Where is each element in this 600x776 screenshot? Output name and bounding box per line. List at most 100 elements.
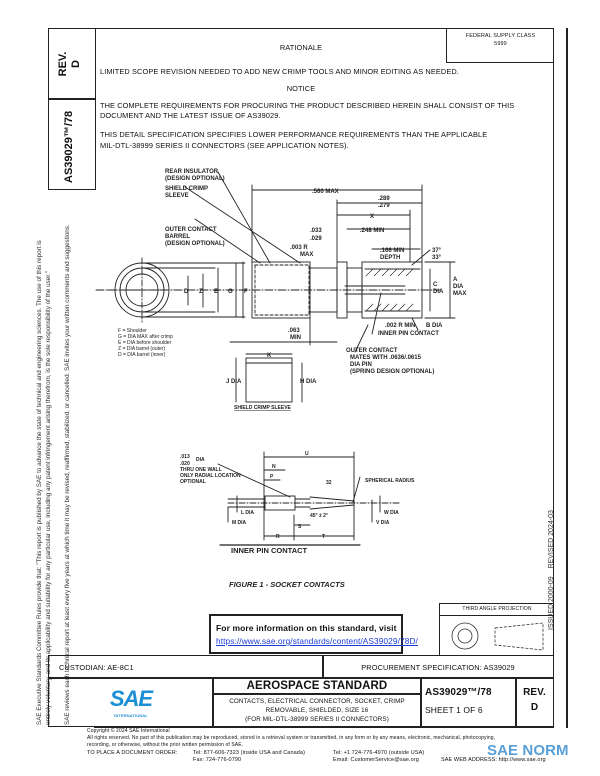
surface-finish: 32 [326,480,332,486]
dim-z: Z [199,289,203,295]
dim-angle: 37° [432,248,442,254]
dim-t: T [322,534,325,540]
rationale-title: RATIONALE [279,43,323,52]
dim-a-max: MAX [453,291,466,297]
right-border [566,28,568,728]
dim-b-dia: B DIA [426,323,443,329]
detail-text: MIL-DTL-38999 SERIES II CONNECTORS (SEE … [100,141,349,150]
procurement-spec: PROCUREMENT SPECIFICATION: AS39029 [361,663,515,672]
dim-a: A [453,277,458,283]
dim-033: .033 [310,228,322,234]
sae-logo-sub: INTERNATIONAL [114,713,148,718]
dim-289: .289 [378,196,390,202]
dim-x: X [370,214,374,220]
rev-value: D [530,702,539,713]
phone-domestic: Tel: 877-606-7323 (inside USA and Canada… [193,750,306,756]
copyright: Copyright © 2024 SAE International [87,728,170,734]
rights-text: recording, or otherwise, without the pri… [87,742,244,748]
legend-item: F = Shoulder [118,328,147,334]
dim-002: .002 R MIN [385,323,415,329]
dim-f: F [244,289,248,295]
dim-l-dia: L DIA [241,510,254,516]
label-dia-pin: DIA PIN [350,362,372,368]
dim-279: .279 [378,203,390,209]
dim-p: P [270,474,274,480]
notice-text: DOCUMENT AND THE LATEST ISSUE OF AS39029… [100,111,281,120]
label-inner-pin-contact: INNER PIN CONTACT [378,331,439,337]
description-line: CONTACTS, ELECTRICAL CONNECTOR, SOCKET, … [229,698,405,705]
label-thru: THRU ONE WALL [180,467,222,473]
standard-title: AEROSPACE STANDARD [246,680,388,692]
notice-text: THE COMPLETE REQUIREMENTS FOR PROCURING … [100,101,515,110]
dim-a-dia: DIA [453,284,464,290]
label-design-optional: (DESIGN OPTIONAL) [165,176,225,182]
standard-title-cell: AEROSPACE STANDARD [212,677,422,695]
legend-item: G = DIA MAX after crimp [118,334,173,340]
dim-n: N [272,464,276,470]
dim-166: .166 MIN [380,248,404,254]
sheet-number: SHEET 1 OF 6 [425,705,483,715]
dim-248: .248 MIN [360,228,384,234]
rev-cell: REV. D [515,677,554,727]
procurement-cell: PROCUREMENT SPECIFICATION: AS39029 [322,655,554,679]
custodian-cell: CUSTODIAN: AE-8C1 [48,655,324,679]
label-design-optional: (DESIGN OPTIONAL) [165,241,225,247]
dim-min: MIN [290,335,301,341]
label-spherical-radius: SPHERICAL RADIUS [365,478,415,484]
doc-number: AS39029™/78 [425,687,492,698]
dim-u: U [305,451,309,457]
detail-text: THIS DETAIL SPECIFICATION SPECIFIES LOWE… [100,130,488,139]
main-frame [94,28,554,728]
dim-max: MAX [300,252,313,258]
description-line: (FOR MIL-DTL-38999 SERIES II CONNECTORS) [245,716,389,723]
dim-m-dia: M DIA [232,520,247,526]
label-only-radial: ONLY RADIAL LOCATION [180,473,241,479]
watermark-logo: SAE NORM [487,742,569,759]
drawing-lines [95,171,456,546]
dim-d: D [184,289,189,295]
dim-g: G [228,289,233,295]
dim-063: .063 [288,328,300,334]
legend-item: D = DIA barrel (inner) [118,352,166,358]
sae-logo: SAE [109,686,153,711]
label-outer-contact: OUTER CONTACT [165,227,217,233]
legend-item: Z = DIA barrel (outer) [118,346,165,352]
description-line: REMOVABLE, SHIELDED, SIZE 16 [265,707,369,714]
dim-560: .560 MAX [312,189,339,195]
dim-chamfer: 45° ± 2° [310,513,328,519]
dim-j-dia: J DIA [226,379,242,385]
fsc-number: 5999 [494,41,507,47]
custodian: CUSTODIAN: AE-8C1 [59,663,134,672]
logo-cell: SAE INTERNATIONAL [48,677,214,727]
info-link[interactable]: https://www.sae.org/standards/content/AS… [216,636,418,646]
phone-international: Tel: +1 724-776-4970 (outside USA) [333,750,425,756]
dim-k: K [267,353,272,359]
third-angle-projection-box: THIRD ANGLE PROJECTION [439,603,554,656]
dim-013-dia: DIA [196,457,205,463]
label-rear-insulator: REAR INSULATOR [165,169,219,175]
projection-label: THIRD ANGLE PROJECTION [462,606,532,612]
email: Email: CustomerService@sae.org [333,757,419,763]
web-address: SAE WEB ADDRESS: http://www.sae.org [441,757,546,763]
dim-c-dia: DIA [433,289,444,295]
label-shield-crimp: SHIELD CRIMP [165,186,208,192]
label-sleeve: SLEEVE [165,193,189,199]
dim-depth: DEPTH [380,255,400,261]
drawing-labels: REAR INSULATOR (DESIGN OPTIONAL) SHIELD … [118,169,466,589]
description-cell: CONTACTS, ELECTRICAL CONNECTOR, SOCKET, … [212,693,422,727]
dim-029: .029 [310,236,322,242]
dim-r: R [276,534,280,540]
notice-title: NOTICE [286,84,316,93]
label-barrel: BARREL [165,234,190,240]
rev-side-box: REV. D [48,28,96,100]
dim-003: .003 R [290,245,308,251]
dim-angle: 33° [432,255,442,261]
info-text: For more information on this standard, v… [216,623,397,633]
dim-s: S [298,524,302,530]
info-box: For more information on this standard, v… [209,614,418,654]
dim-020: .020 [180,461,190,467]
dim-013: .013 [180,454,190,460]
fsc-label: FEDERAL SUPPLY CLASS [465,33,536,39]
